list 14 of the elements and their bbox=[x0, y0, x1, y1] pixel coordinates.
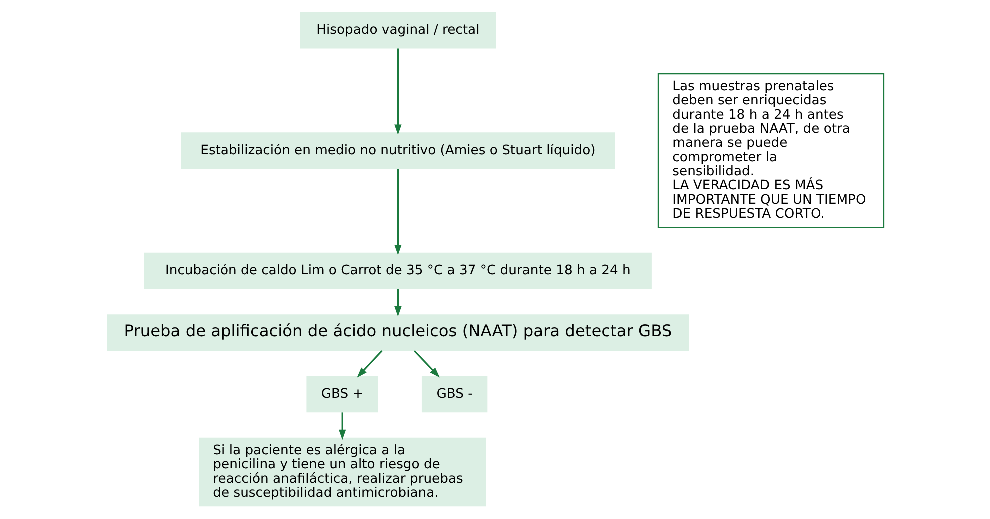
node-box: Si la paciente es alérgica a la penicilina y tiene un alto riesgo de reacción anafiláctica, realizar pruebas de susceptibilidad antimicrobiana. bbox=[198, 438, 486, 507]
node-box: GBS + bbox=[306, 376, 378, 413]
node-box: Prueba de aplificación de ácido nucleicos (NAAT) para detectar GBS bbox=[106, 314, 689, 351]
node-box: Incubación de caldo Lim o Carrot de 35 °C a 37 °C durante 18 h a 24 h bbox=[144, 252, 652, 290]
arrow bbox=[356, 350, 382, 378]
arrow bbox=[338, 412, 346, 440]
node-box: GBS - bbox=[421, 376, 488, 413]
node-box: Hisopado vaginal / rectal bbox=[300, 12, 496, 49]
arrow bbox=[394, 169, 402, 256]
arrow bbox=[394, 48, 402, 136]
arrow bbox=[413, 350, 440, 378]
node-box: Las muestras prenatales deben ser enriquecidas durante 18 h a 24 h antes de la prueba NAAT, de otra manera se puede comprometer la sensibilidad. LA VERACIDAD ES MÁS IMPORTANTE QUE UN TIEMPO DE RESPUESTA CORTO. bbox=[657, 73, 884, 228]
node-box: Estabilización en medio no nutritivo (Amies o Stuart líquido) bbox=[180, 132, 615, 170]
arrow bbox=[394, 289, 402, 317]
